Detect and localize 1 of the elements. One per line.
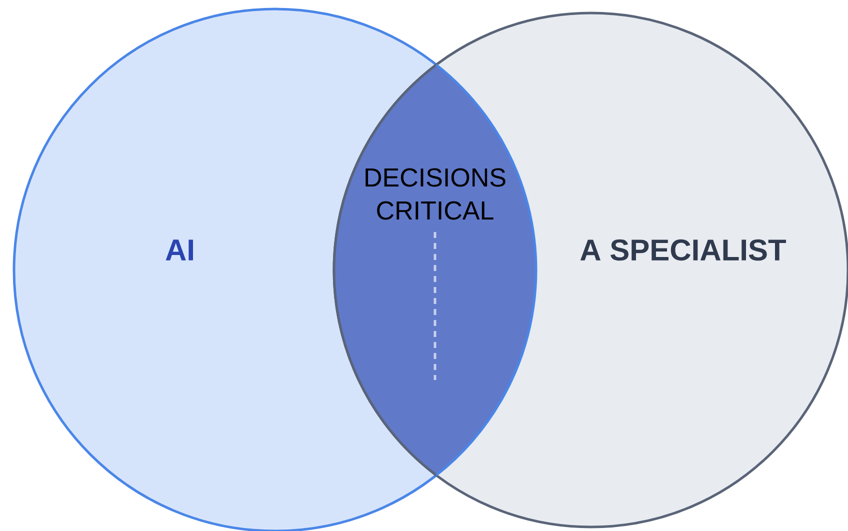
overlap-region: DECISIONS CRITICAL	[332, 64, 538, 476]
